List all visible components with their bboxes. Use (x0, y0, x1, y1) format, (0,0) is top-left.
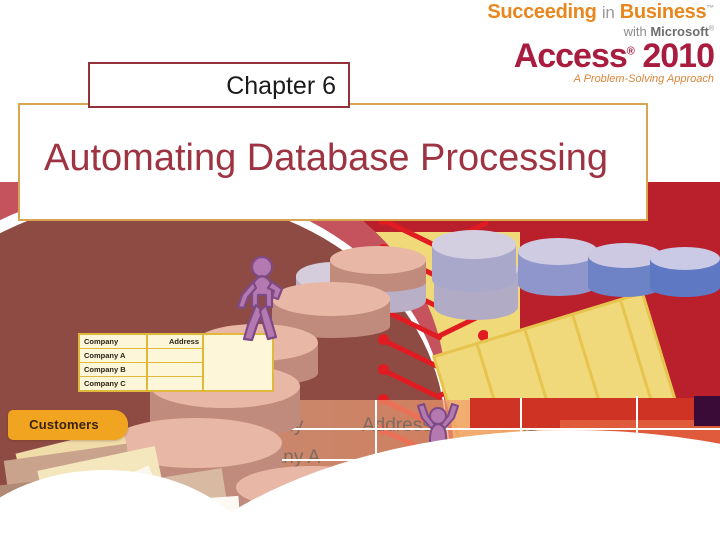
customers-tab-label: Customers (29, 417, 99, 432)
mini-cell-company-b: Company B (80, 363, 148, 376)
brand-with: with (623, 24, 647, 39)
mini-table-row: Company B (80, 363, 202, 377)
brand-line-2: with Microsoft® (487, 25, 714, 38)
mini-col-company: Company (80, 335, 148, 348)
mini-table-row: Company C (80, 377, 202, 390)
brand-logo: Succeeding in Business™ with Microsoft® … (487, 2, 715, 85)
brand-business: Business (619, 1, 707, 23)
mini-table-extension (200, 333, 274, 392)
cylinder-top (518, 238, 598, 265)
large-col-address: Address (362, 415, 432, 436)
brand-tm-mark: ™ (706, 3, 714, 13)
zigzag-arrow (378, 334, 488, 371)
mini-table-header-row: Company Address (80, 335, 202, 349)
brand-reg-mark: ® (708, 25, 714, 33)
slide-title-box: Automating Database Processing (18, 103, 648, 221)
customers-tab: Customers (8, 410, 128, 440)
brand-access: Access (513, 37, 628, 75)
mini-col-address: Address (168, 337, 199, 346)
cylinder-top (432, 230, 516, 259)
brand-microsoft: Microsoft (650, 24, 709, 39)
chapter-number-box: Chapter 6 (88, 62, 350, 108)
disc-top (272, 282, 390, 316)
mini-cell-company-a: Company A (80, 349, 148, 362)
database-cylinder (518, 238, 598, 296)
brand-tagline: A Problem-Solving Approach (573, 73, 714, 85)
database-cylinder (432, 230, 516, 292)
mini-datasheet: Company Address Company A Company B Comp… (78, 333, 204, 392)
cylinder-top (650, 247, 720, 270)
brand-line-1: Succeeding in Business™ (487, 2, 714, 22)
walking-person-figure (236, 255, 284, 342)
brand-access-reg-mark: ® (626, 45, 635, 58)
brand-succeeding: Succeeding (487, 1, 597, 23)
brand-year: 2010 (642, 37, 715, 75)
brand-line-3: Access® 2010 (487, 37, 715, 75)
cylinder-top (588, 243, 662, 268)
sheet-gridline (636, 396, 638, 458)
database-cylinder (650, 247, 720, 297)
database-cylinder (588, 243, 662, 297)
brand-in: in (601, 3, 615, 22)
mini-cell-company-c: Company C (80, 377, 148, 390)
disc-top (330, 246, 426, 274)
slide-title: Automating Database Processing (44, 137, 608, 179)
sheet-gridline (210, 428, 720, 430)
chapter-label: Chapter 6 (226, 72, 336, 100)
plum-corner-block (694, 396, 720, 426)
mini-table-row: Company A (80, 349, 202, 363)
